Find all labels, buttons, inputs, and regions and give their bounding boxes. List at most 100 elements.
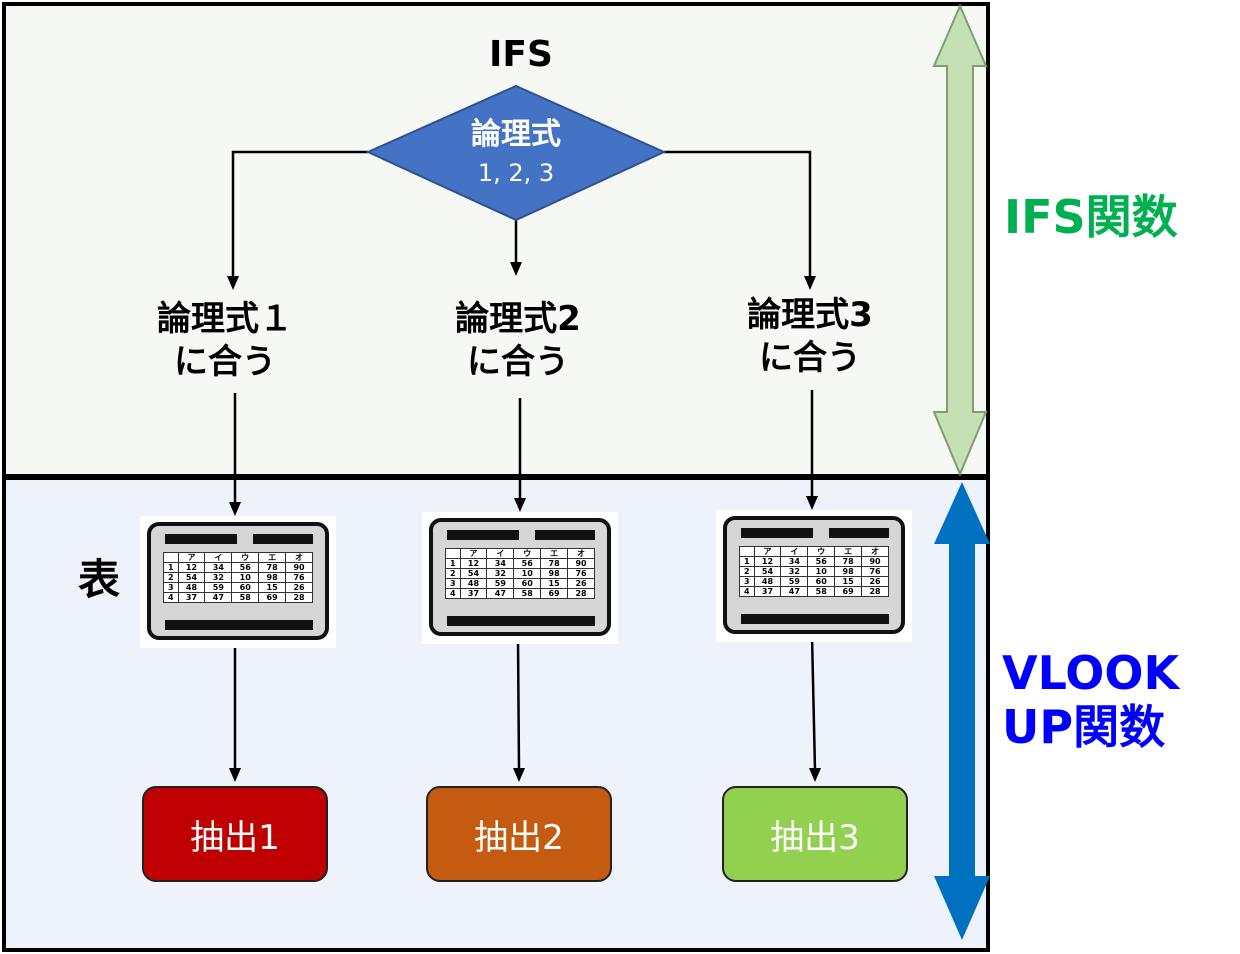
condition-1-line1: 論理式１	[157, 299, 293, 339]
branch-left-arrowhead	[227, 276, 239, 290]
table-cell: 37	[753, 586, 782, 597]
table-cell: 12	[459, 558, 488, 569]
condition-2-line1: 論理式2	[455, 299, 581, 339]
table-cell: 54	[753, 566, 782, 577]
table-header-row: アイウエオ	[445, 548, 595, 559]
table-cell: 15	[834, 576, 863, 587]
table-cell: 48	[753, 576, 782, 587]
table-cell: 37	[177, 592, 206, 603]
table-cell: 56	[231, 562, 260, 573]
table-cell	[163, 552, 179, 563]
table-cell: 98	[258, 572, 287, 583]
ifs-range-arrow	[932, 3, 988, 477]
table-cell: 47	[780, 586, 809, 597]
table-cell: 78	[258, 562, 287, 573]
table-cell: 98	[540, 568, 569, 579]
diamond-condition-numbers: 1, 2, 3	[477, 159, 555, 187]
condition-2-label: 論理式2 に合う	[398, 298, 638, 383]
ifs-function-label: IFS関数	[1004, 190, 1178, 244]
table-cell: 37	[459, 588, 488, 599]
table-cell: 4	[739, 586, 755, 597]
table-cell: ア	[753, 546, 782, 557]
table-cell: ア	[177, 552, 206, 563]
table-cell: 47	[486, 588, 515, 599]
table-cell: 90	[567, 558, 595, 569]
table-cell: 1	[163, 562, 179, 573]
table-cell: 3	[163, 582, 179, 593]
condition-2-line2: に合う	[467, 341, 569, 382]
condition-3-label: 論理式3 に合う	[690, 294, 930, 379]
table2-to-result-arrowhead	[513, 768, 525, 782]
table-cell: オ	[861, 546, 889, 557]
table-icon-bar	[741, 614, 889, 624]
table-cell: 3	[445, 578, 461, 589]
table-cell: 76	[861, 566, 889, 577]
table-cell: 34	[780, 556, 809, 567]
table-cell: 26	[567, 578, 595, 589]
table-header-row: アイウエオ	[739, 546, 889, 557]
condition-1-line2: に合う	[174, 341, 276, 382]
table-cell: ア	[459, 548, 488, 559]
branch-right-connector	[664, 150, 812, 278]
table-cell	[739, 546, 755, 557]
table-cell: ウ	[231, 552, 260, 563]
decision-diamond	[365, 84, 667, 222]
table-icon-bar	[535, 530, 595, 540]
table-cell: 90	[285, 562, 313, 573]
ifs-panel	[2, 2, 990, 478]
table-cell: 69	[258, 592, 287, 603]
table-cell: 4	[445, 588, 461, 599]
table-cell: 60	[513, 578, 542, 589]
table-cell: イ	[780, 546, 809, 557]
table-cell: 58	[513, 588, 542, 599]
table-cell: 34	[486, 558, 515, 569]
table-cell: イ	[486, 548, 515, 559]
table3-to-result-arrowhead	[809, 768, 821, 782]
table-cell: オ	[285, 552, 313, 563]
table-icon-bar	[447, 616, 595, 626]
table-cell: 28	[285, 592, 313, 603]
table-cell: 69	[540, 588, 569, 599]
table-cell: 76	[285, 572, 313, 583]
table-cell: 32	[204, 572, 233, 583]
vlookup-range-arrow	[934, 482, 990, 940]
branch-left-connector	[231, 150, 368, 278]
table-cell: エ	[258, 552, 287, 563]
table1-to-result-arrowhead	[229, 768, 241, 782]
table-cell: 48	[459, 578, 488, 589]
table-icon-bar	[165, 620, 313, 630]
table-cell: 58	[231, 592, 260, 603]
table-cell: 10	[513, 568, 542, 579]
cond1-to-table-arrowhead	[229, 502, 241, 516]
table-cell: 28	[567, 588, 595, 599]
table-cell: 26	[285, 582, 313, 593]
table-cell: 4	[163, 592, 179, 603]
cond3-to-table-arrowhead	[806, 496, 818, 510]
condition-1-label: 論理式１ に合う	[105, 298, 345, 383]
table-cell: エ	[540, 548, 569, 559]
result-box-2: 抽出2	[426, 786, 612, 882]
table-cell: 69	[834, 586, 863, 597]
table-cell: 32	[486, 568, 515, 579]
table3-to-result-connector	[810, 635, 817, 771]
table-cell	[445, 548, 461, 559]
vlookup-label-line1: VLOOK	[1002, 646, 1180, 700]
table-cell: 90	[861, 556, 889, 567]
table-header-row: アイウエオ	[163, 552, 313, 563]
table-cell: 56	[807, 556, 836, 567]
cond2-to-table-arrowhead	[514, 498, 526, 512]
vlookup-label-line2: UP関数	[1002, 700, 1166, 755]
table-icon-bar	[741, 528, 813, 538]
